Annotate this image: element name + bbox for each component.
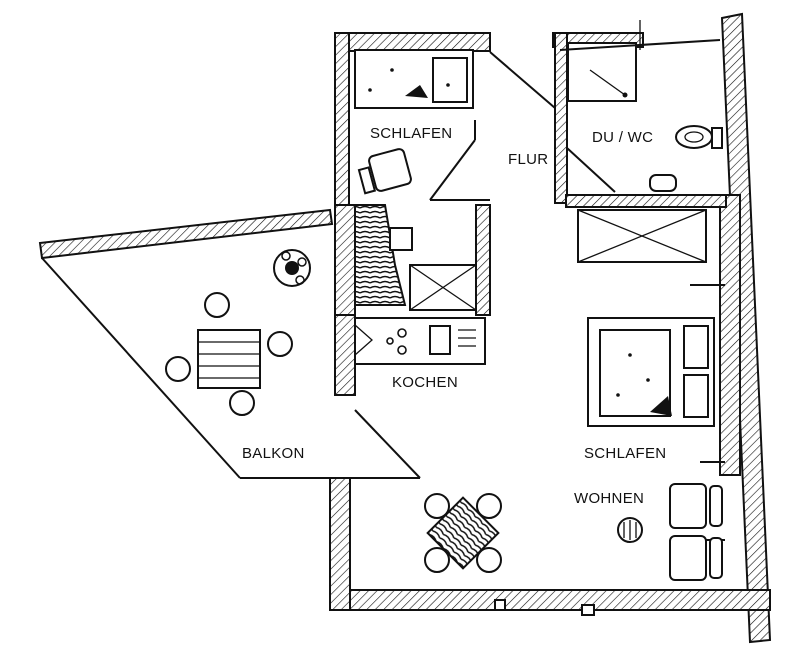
stove-icon: [386, 328, 407, 355]
shower-icon: [567, 42, 637, 102]
label-balkon: BALKON: [242, 445, 305, 462]
washbasin-icon: [649, 174, 677, 192]
room-labels: SCHLAFEN FLUR DU / WC KOCHEN BALKON SCHL…: [242, 125, 666, 507]
toilet-icon: [675, 125, 723, 149]
bedroom-top: [354, 49, 477, 311]
dining-table-icon: [424, 493, 502, 573]
bed-icon: [354, 49, 474, 109]
bedroom-right: [577, 209, 715, 427]
bathroom: [559, 20, 723, 192]
label-flur: FLUR: [508, 151, 548, 168]
interior-walls: [334, 32, 741, 541]
wardrobe-icon: [409, 264, 477, 311]
chair-icon: [357, 148, 412, 195]
label-schlafen-top: SCHLAFEN: [370, 125, 452, 142]
armchair-icon: [669, 483, 723, 581]
side-table-icon: [617, 517, 643, 543]
kitchen: [354, 317, 486, 365]
corridor-lines: [350, 51, 616, 479]
outer-walls: [38, 12, 772, 644]
chair-icon: [165, 292, 293, 416]
label-wohnen: WOHNEN: [574, 490, 644, 507]
bed-icon: [587, 317, 715, 427]
living-room: [424, 483, 723, 616]
wardrobe-icon: [577, 209, 707, 263]
sink-icon: [429, 325, 476, 355]
desk-icon: [354, 204, 413, 306]
label-schlafen-right: SCHLAFEN: [584, 445, 666, 462]
balcony-table-icon: [197, 329, 261, 389]
balcony: [41, 249, 330, 479]
label-kochen: KOCHEN: [392, 374, 458, 391]
label-du-wc: DU / WC: [592, 129, 653, 146]
plant-icon: [273, 249, 311, 287]
